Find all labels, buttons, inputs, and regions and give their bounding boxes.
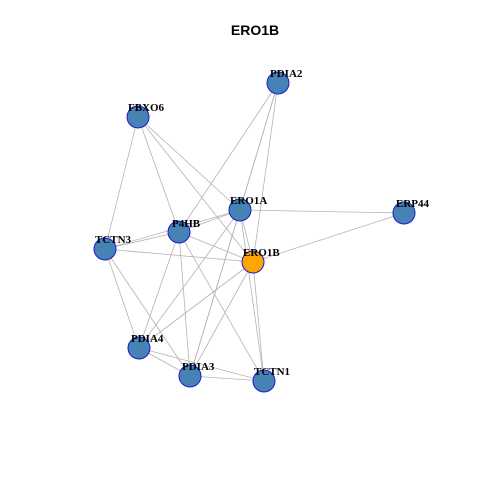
edge-tctn3-pdia4 [104, 248, 140, 349]
edge-pdia2-p4hb [178, 82, 279, 233]
edge-fbxo6-p4hb [137, 116, 180, 233]
node-label-tctn1: TCTN1 [254, 366, 290, 378]
edge-ero1a-pdia3 [189, 209, 241, 377]
node-label-pdia3: PDIA3 [182, 361, 215, 373]
node-label-fbxo6: FBXO6 [128, 102, 165, 114]
edge-p4hb-ero1b [178, 231, 254, 263]
node-label-ero1a: ERO1A [230, 195, 267, 207]
edge-pdia4-tctn1 [138, 347, 265, 382]
node-label-erp44: ERP44 [396, 198, 430, 210]
edge-erp44-ero1b [252, 212, 405, 263]
edge-fbxo6-ero1b [137, 116, 254, 263]
node-label-pdia2: PDIA2 [270, 68, 303, 80]
node-label-pdia4: PDIA4 [131, 333, 164, 345]
node-tctn3[interactable] [93, 237, 117, 261]
edge-tctn3-ero1b [104, 248, 254, 263]
edge-fbxo6-tctn3 [104, 116, 139, 250]
graph-title: ERO1B [231, 22, 279, 38]
edge-ero1b-pdia4 [138, 261, 254, 349]
edge-p4hb-pdia3 [178, 231, 191, 377]
nodes-layer [93, 71, 416, 393]
node-label-ero1b: ERO1B [243, 247, 280, 259]
node-pdia3[interactable] [178, 364, 202, 388]
node-fbxo6[interactable] [126, 105, 150, 129]
edge-ero1b-pdia3 [189, 261, 254, 377]
edge-fbxo6-ero1a [137, 116, 241, 211]
node-p4hb[interactable] [167, 220, 191, 244]
edge-ero1b-tctn1 [252, 261, 265, 382]
node-pdia2[interactable] [266, 71, 290, 95]
node-erp44[interactable] [392, 201, 416, 225]
node-pdia4[interactable] [127, 336, 151, 360]
edge-ero1a-erp44 [239, 209, 405, 214]
edge-ero1a-tctn1 [239, 209, 265, 382]
node-tctn1[interactable] [252, 369, 276, 393]
edge-tctn3-pdia3 [104, 248, 191, 377]
node-ero1a[interactable] [228, 198, 252, 222]
node-label-p4hb: P4HB [172, 218, 201, 230]
edge-p4hb-pdia4 [138, 231, 180, 349]
edge-pdia2-ero1b [252, 82, 279, 263]
edge-pdia3-tctn1 [189, 375, 265, 382]
edge-p4hb-tctn3 [104, 231, 180, 250]
node-label-tctn3: TCTN3 [95, 234, 132, 246]
node-ero1b[interactable] [241, 250, 265, 274]
